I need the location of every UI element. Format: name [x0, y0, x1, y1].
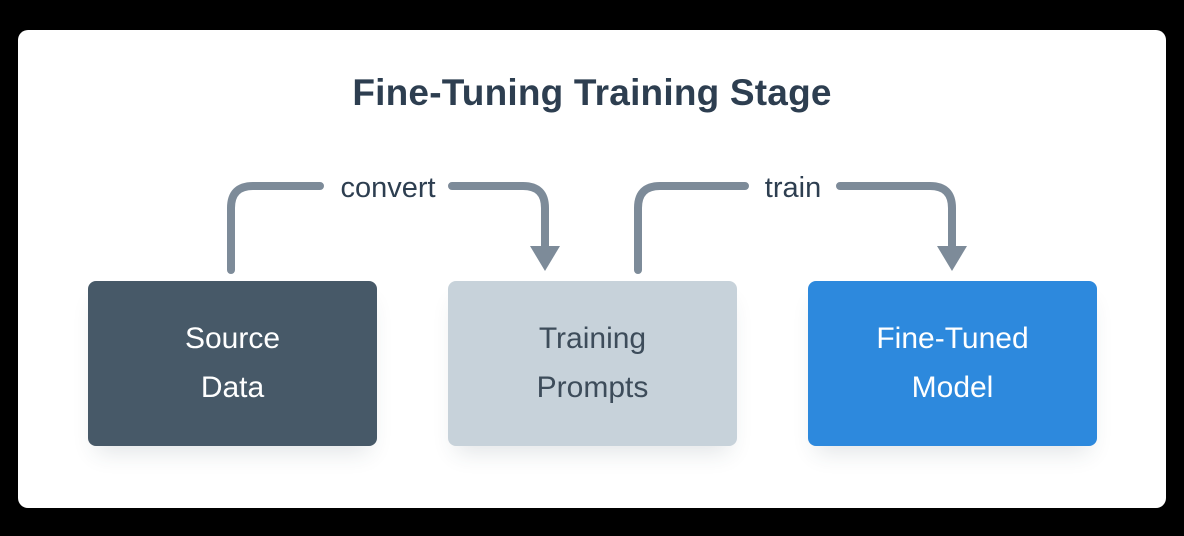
node-source-data: Source Data: [88, 281, 377, 446]
node-training-prompts: Training Prompts: [448, 281, 737, 446]
node-fine-tuned-model: Fine-Tuned Model: [808, 281, 1097, 446]
edge-label-train: train: [764, 172, 822, 204]
diagram-title: Fine-Tuning Training Stage: [352, 72, 832, 113]
edge-label-convert: convert: [340, 172, 436, 204]
